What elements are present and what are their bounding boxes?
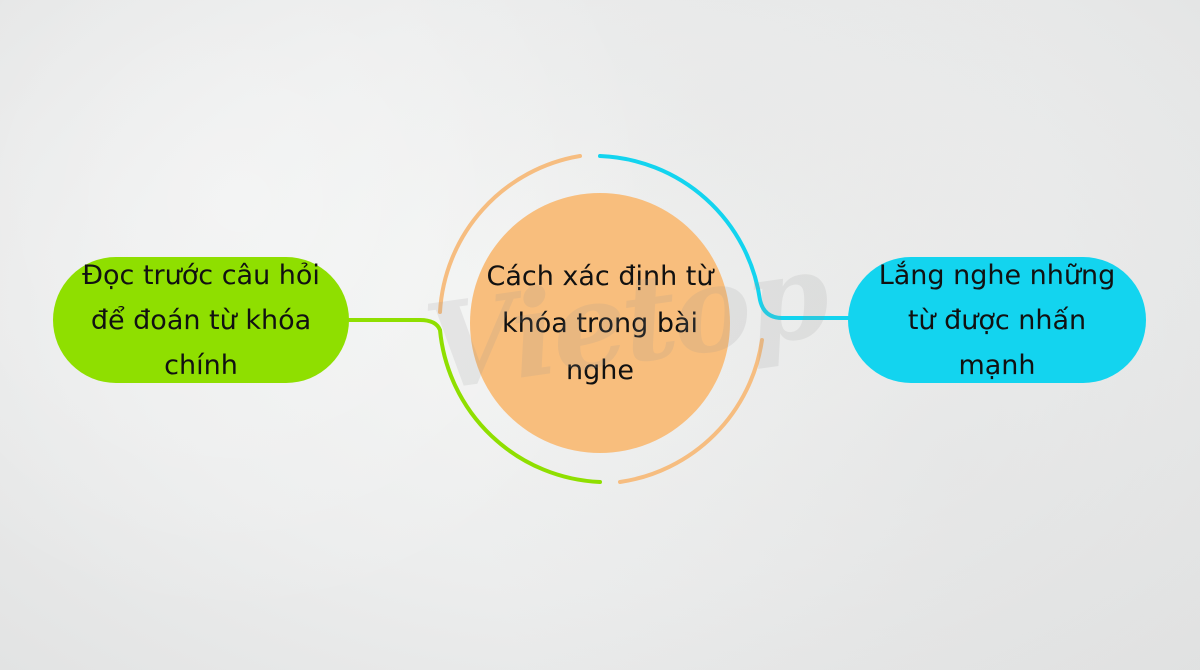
ring-arc-top-left [438, 154, 582, 314]
branch-node-right: Lắng nghe những từ được nhấn mạnh [848, 257, 1146, 383]
center-node: Cách xác định từ khóa trong bài nghe [470, 193, 730, 453]
branch-node-left-label: Đọc trước câu hỏi để đoán từ khóa chính [82, 259, 320, 381]
connector-right [598, 154, 862, 320]
branch-node-left: Đọc trước câu hỏi để đoán từ khóa chính [53, 257, 349, 383]
branch-node-right-label: Lắng nghe những từ được nhấn mạnh [878, 259, 1116, 381]
connector-left [338, 318, 602, 484]
center-node-label: Cách xác định từ khóa trong bài nghe [486, 260, 714, 386]
ring-arc-bottom-right [618, 338, 764, 484]
